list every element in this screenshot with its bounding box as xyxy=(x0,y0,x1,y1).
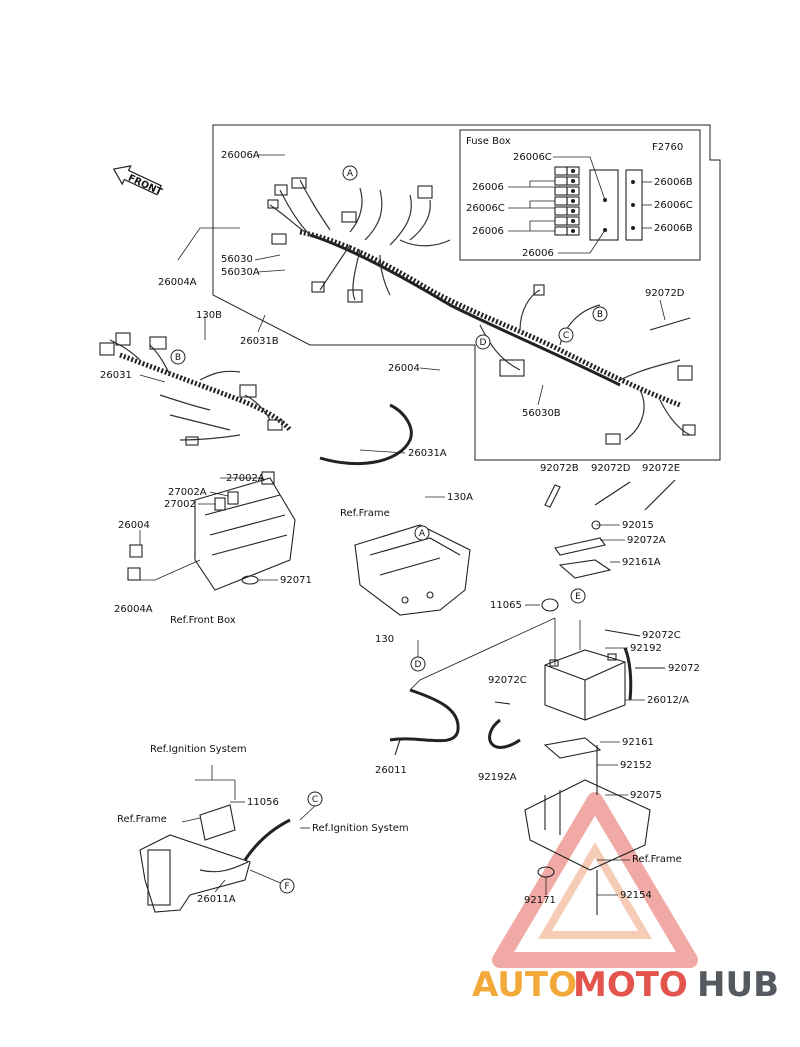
hose-92192a xyxy=(488,718,521,749)
label-11056: 11056 xyxy=(247,797,279,808)
label-56030b: 56030B xyxy=(522,408,561,419)
figure-code: F2760 xyxy=(652,142,683,153)
tag-e-battery: E xyxy=(575,592,581,602)
watermark-moto: MOTO xyxy=(573,965,688,1005)
strap-92072e xyxy=(644,479,676,511)
cable-26011 xyxy=(389,688,460,743)
label-92192: 92192 xyxy=(630,643,662,654)
label-92071: 92071 xyxy=(280,575,312,586)
label-92015: 92015 xyxy=(622,520,654,531)
strap-92072d xyxy=(594,481,631,506)
label-26004-top: 26004 xyxy=(388,363,420,374)
tag-c-main: C xyxy=(563,331,569,341)
cap-11065 xyxy=(541,598,559,612)
label-ref-ignition-top: Ref.Ignition System xyxy=(150,744,247,755)
strap-92072b xyxy=(544,484,561,508)
fuse-label-26006-b: 26006 xyxy=(472,226,504,237)
label-92072: 92072 xyxy=(668,663,700,674)
tag-d-main: D xyxy=(480,338,487,348)
label-92072c-right: 92072C xyxy=(642,630,681,641)
label-92072a: 92072A xyxy=(627,535,666,546)
label-ref-frame-left: Ref.Frame xyxy=(117,814,167,825)
watermark-hub: HUB xyxy=(697,965,779,1005)
label-130b: 130B xyxy=(196,310,222,321)
label-92171: 92171 xyxy=(524,895,556,906)
callout-tags: A B C D A B C D E C F xyxy=(170,165,608,894)
label-92152: 92152 xyxy=(620,760,652,771)
frame-bracket xyxy=(354,524,471,616)
label-130: 130 xyxy=(375,634,394,645)
fuse-box-inset: Fuse Box xyxy=(459,129,701,261)
tag-b-left: B xyxy=(175,353,181,363)
label-26011: 26011 xyxy=(375,765,407,776)
watermark-text: AUTO MOTO HUB xyxy=(472,965,779,1005)
tag-b-right: B xyxy=(597,310,603,320)
fuse-box-title: Fuse Box xyxy=(466,136,511,147)
front-box xyxy=(127,471,296,591)
label-92072b: 92072B xyxy=(540,463,579,474)
cable-26031a xyxy=(319,403,413,465)
label-ref-ignition-right: Ref.Ignition System xyxy=(312,823,409,834)
watermark-auto: AUTO xyxy=(472,965,577,1005)
main-wiring-harness xyxy=(267,177,696,445)
label-26004-left: 26004 xyxy=(118,520,150,531)
pad-92161a xyxy=(558,559,612,579)
tag-a-main: A xyxy=(347,169,354,179)
label-56030: 56030 xyxy=(221,254,253,265)
label-ref-frame-top: Ref.Frame xyxy=(340,508,390,519)
label-26004a-left: 26004A xyxy=(114,604,153,615)
fuse-label-26006c-mid: 26006C xyxy=(466,203,505,214)
label-27002a-1: 27002A xyxy=(226,473,265,484)
watermark-logo xyxy=(492,792,698,968)
label-92075: 92075 xyxy=(630,790,662,801)
fuse-label-26006-c: 26006 xyxy=(522,248,554,259)
strap-92072c-top xyxy=(604,629,641,637)
label-ref-front-box: Ref.Front Box xyxy=(170,615,236,626)
label-11065: 11065 xyxy=(490,600,522,611)
label-26031a: 26031A xyxy=(408,448,447,459)
label-56030a: 56030A xyxy=(221,267,260,278)
label-26006a: 26006A xyxy=(221,150,260,161)
fuse-label-26006c-top: 26006C xyxy=(513,152,552,163)
harness-frame xyxy=(212,124,721,461)
battery-26012 xyxy=(544,649,626,721)
fuse-label-26006c-right: 26006C xyxy=(654,200,693,211)
tag-a-frame: A xyxy=(419,529,426,539)
strap-92072c-low xyxy=(494,701,511,705)
tag-f-ignition: F xyxy=(284,882,289,892)
leader-lines xyxy=(139,154,666,896)
fuse-label-26006-a: 26006 xyxy=(472,182,504,193)
label-92161a: 92161A xyxy=(622,557,661,568)
hose-92192 xyxy=(623,647,633,701)
front-arrow-icon: FRONT xyxy=(112,165,164,199)
label-26031b: 26031B xyxy=(240,336,279,347)
label-26011a: 26011A xyxy=(197,894,236,905)
label-26004a-top: 26004A xyxy=(158,277,197,288)
label-92154: 92154 xyxy=(620,890,652,901)
label-92161: 92161 xyxy=(622,737,654,748)
label-26012a: 26012/A xyxy=(647,695,689,706)
label-26031: 26031 xyxy=(100,370,132,381)
label-92192a: 92192A xyxy=(478,772,517,783)
label-27002: 27002 xyxy=(164,499,196,510)
fuse-label-26006b-bottom: 26006B xyxy=(654,223,693,234)
pad-92161 xyxy=(543,737,602,759)
label-27002a-2: 27002A xyxy=(168,487,207,498)
part-labels: 26006A 26004A 56030 56030A 130B 26031B 2… xyxy=(100,150,700,906)
sub-harness-26031 xyxy=(99,332,292,446)
label-92072d-top: 92072D xyxy=(645,288,685,299)
label-92072e: 92072E xyxy=(642,463,680,474)
label-92072d: 92072D xyxy=(591,463,631,474)
pad-92072a xyxy=(554,537,606,556)
tag-d-cable: D xyxy=(415,660,422,670)
fuse-label-26006b-top: 26006B xyxy=(654,177,693,188)
label-92072c-left: 92072C xyxy=(488,675,527,686)
strap-92072d-top xyxy=(649,317,691,331)
ignition-frame xyxy=(139,804,291,913)
front-label: FRONT xyxy=(126,173,164,199)
tag-c-ignition: C xyxy=(312,795,318,805)
label-ref-frame-tray: Ref.Frame xyxy=(632,854,682,865)
label-130a: 130A xyxy=(447,492,473,503)
